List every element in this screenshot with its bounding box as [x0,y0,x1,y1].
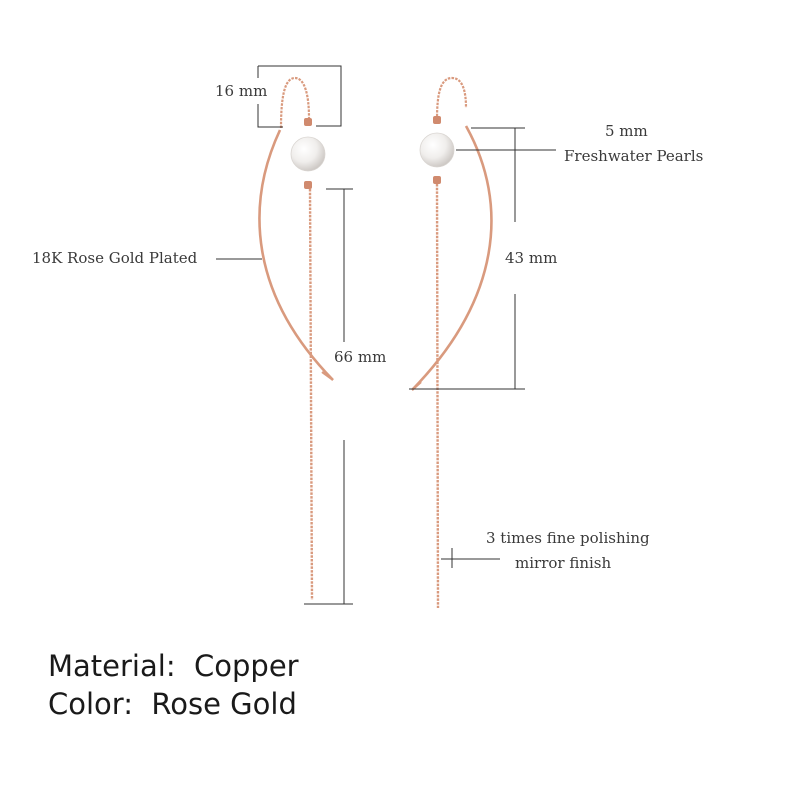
label-pearl-type: Freshwater Pearls [564,147,704,165]
right-top-chain [435,76,468,121]
left-bar-tip [321,371,334,381]
label-chain-length: 66 mm [334,348,387,366]
left-long-chain [308,188,314,601]
right-long-chain [435,183,440,609]
spec-material-label: Material: [48,649,176,683]
label-width-top: 16 mm [215,82,268,100]
spec-material-value: Copper [194,649,299,683]
spec-color-value: Rose Gold [151,687,297,721]
dim-66mm-bottom [304,440,353,605]
left-pearl [290,136,326,172]
spec-material: Material: Copper [48,648,299,684]
label-polish-line1: 3 times fine polishing [486,529,650,547]
right-curved-bar [411,125,493,391]
label-plating: 18K Rose Gold Plated [32,249,198,267]
right-pearl [419,132,455,168]
left-curved-bar [258,129,334,381]
left-top-chain [279,76,311,129]
left-bottom-bead [304,181,312,189]
left-top-bead [304,118,312,126]
label-polish-line2: mirror finish [515,554,612,572]
dimension-lines [216,65,556,605]
right-bottom-bead [433,176,441,184]
left-earring [258,76,334,601]
right-earring [411,76,493,609]
spec-color-label: Color: [48,687,133,721]
spec-color: Color: Rose Gold [48,686,297,722]
dim-16mm-bracket [257,65,342,128]
dim-66mm-top [326,188,353,342]
right-top-bead [433,116,441,124]
label-pearl-size: 5 mm [605,122,648,140]
label-arc-length: 43 mm [505,249,558,267]
dim-43mm-top [471,127,525,222]
dim-43mm-bottom [409,294,525,390]
